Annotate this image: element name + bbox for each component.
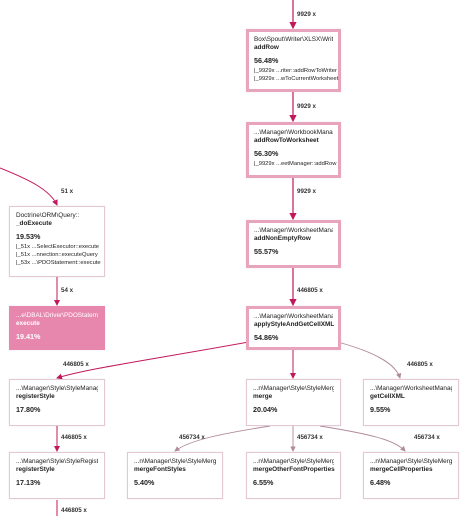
- call-row: |_51x ...SelectExecutor::execute: [16, 244, 100, 250]
- node-function: mergeCellProperties: [370, 466, 433, 473]
- node-class: ...n\Manager\Style\StyleMerger::: [370, 458, 452, 465]
- call-row: |_51x ...nnection::executeQuery: [16, 251, 98, 258]
- edge-label-registry-out: 446805 x: [61, 507, 87, 514]
- node-percent: 19.41%: [16, 332, 41, 341]
- node-merge-other-font-properties[interactable]: ...n\Manager\Style\StyleMerger:: mergeOt…: [246, 452, 341, 499]
- edge-merge-to-cellprops: [319, 425, 406, 452]
- node-class: ...\Manager\Style\StyleManager::: [16, 385, 98, 392]
- node-percent: 55.57%: [254, 247, 279, 256]
- node-pdo-statement-execute[interactable]: ...e\DBAL\Driver\PDOStatement:: execute …: [9, 306, 105, 350]
- call-row: |_9929x ...wToCurrentWorksheet: [254, 75, 339, 82]
- node-function: mergeFontStyles: [134, 466, 186, 473]
- node-percent: 6.48%: [370, 478, 391, 487]
- node-get-cell-xml[interactable]: ...\Manager\WorksheetManager:: getCellXM…: [363, 379, 459, 426]
- node-class: ...\Manager\WorkbookManager::: [254, 129, 333, 136]
- call-row: |_53x ...\PDOStatement::execute: [16, 259, 101, 266]
- node-percent: 6.55%: [253, 478, 274, 487]
- node-percent: 19.53%: [16, 232, 41, 241]
- node-class: ...n\Manager\Style\StyleMerger::: [253, 385, 334, 392]
- edge-apply-to-getcellxml: [329, 339, 402, 379]
- edge-label-apply-to-getcellxml: 446805 x: [407, 361, 433, 368]
- node-merge-cell-properties[interactable]: ...n\Manager\Style\StyleMerger:: mergeCe…: [363, 452, 459, 499]
- node-percent: 17.80%: [16, 405, 41, 414]
- edge-label-merge-to-otherfont: 456734 x: [297, 434, 323, 441]
- node-class: Doctrine\ORM\Query::: [16, 212, 80, 219]
- node-calls: |_51x ...SelectExecutor::execute |_51x .…: [16, 244, 101, 267]
- edge-label-nonempty-to-apply: 446805 x: [297, 287, 323, 294]
- node-function: applyStyleAndGetCellXML: [254, 321, 335, 328]
- edge-label-register-to-registry: 446805 x: [61, 434, 87, 441]
- node-register-style[interactable]: ...\Manager\Style\StyleManager:: registe…: [9, 379, 105, 426]
- node-calls: |_9929x ...riter::addRowToWriter |_9929x…: [254, 68, 339, 84]
- node-calls: |_9929x ...eetManager::addRow: [254, 161, 337, 169]
- node-do-execute[interactable]: Doctrine\ORM\Query:: _doExecute 19.53% |…: [9, 206, 105, 277]
- node-percent: 56.30%: [254, 149, 279, 158]
- edge-label-into-doexecute: 51 x: [61, 188, 74, 195]
- node-function: addRowToWorksheet: [254, 137, 319, 144]
- node-percent: 17.13%: [16, 478, 41, 487]
- node-class: ...n\Manager\Style\StyleMerger::: [134, 458, 216, 465]
- edge-label-merge-to-cellprops: 456734 x: [414, 434, 440, 441]
- edge-into-doexecute: [0, 167, 58, 206]
- node-merge-font-styles[interactable]: ...n\Manager\Style\StyleMerger:: mergeFo…: [127, 452, 223, 499]
- node-function: addRow: [254, 44, 279, 51]
- node-apply-style-and-get-cell-xml[interactable]: ...\Manager\WorksheetManager:: applyStyl…: [246, 306, 341, 350]
- call-row: |_9929x ...eetManager::addRow: [254, 161, 337, 167]
- edge-label-worksheet-to-nonempty: 9929 x: [297, 188, 316, 195]
- node-class: ...e\DBAL\Driver\PDOStatement::: [16, 312, 98, 319]
- node-percent: 9.55%: [370, 405, 391, 414]
- node-function: _doExecute: [16, 220, 52, 227]
- node-function: registerStyle: [16, 393, 55, 400]
- edge-label-doexecute-to-pdo: 54 x: [61, 287, 74, 294]
- node-percent: 20.04%: [253, 405, 278, 414]
- node-add-row[interactable]: Box\Spout\Writer\XLSX\Writer:: addRow 56…: [246, 29, 341, 92]
- node-style-registry[interactable]: ...\Manager\Style\StyleRegistry:: regist…: [9, 452, 105, 499]
- node-function: addNonEmptyRow: [254, 235, 311, 242]
- node-merge[interactable]: ...n\Manager\Style\StyleMerger:: merge 2…: [246, 379, 341, 426]
- node-class: ...n\Manager\Style\StyleMerger::: [253, 458, 334, 465]
- node-class: ...\Manager\WorksheetManager::: [254, 313, 333, 320]
- edge-label-addrow-to-worksheet: 9929 x: [297, 103, 316, 110]
- node-percent: 5.40%: [134, 478, 155, 487]
- edge-merge-to-fontstyles: [174, 425, 271, 452]
- node-class: ...\Manager\WorksheetManager::: [254, 227, 333, 234]
- edge-label-top-in: 9929 x: [297, 11, 316, 18]
- node-class: ...\Manager\Style\StyleRegistry::: [16, 458, 98, 465]
- edge-label-merge-to-fontstyles: 456734 x: [179, 434, 205, 441]
- node-add-non-empty-row[interactable]: ...\Manager\WorksheetManager:: addNonEmp…: [246, 220, 341, 268]
- node-percent: 54.86%: [254, 333, 279, 342]
- call-row: |_9929x ...riter::addRowToWriter: [254, 68, 337, 74]
- edge-label-apply-to-register: 446805 x: [63, 361, 89, 368]
- node-function: registerStyle: [16, 466, 55, 473]
- node-add-row-to-worksheet[interactable]: ...\Manager\WorkbookManager:: addRowToWo…: [246, 122, 341, 178]
- node-function: execute: [16, 320, 40, 327]
- node-class: Box\Spout\Writer\XLSX\Writer::: [254, 36, 333, 43]
- node-function: mergeOtherFontProperties: [253, 466, 335, 473]
- node-percent: 56.48%: [254, 56, 279, 65]
- node-function: getCellXML: [370, 393, 405, 400]
- node-class: ...\Manager\WorksheetManager::: [370, 385, 452, 392]
- node-function: merge: [253, 393, 273, 400]
- edge-apply-to-register: [56, 339, 261, 380]
